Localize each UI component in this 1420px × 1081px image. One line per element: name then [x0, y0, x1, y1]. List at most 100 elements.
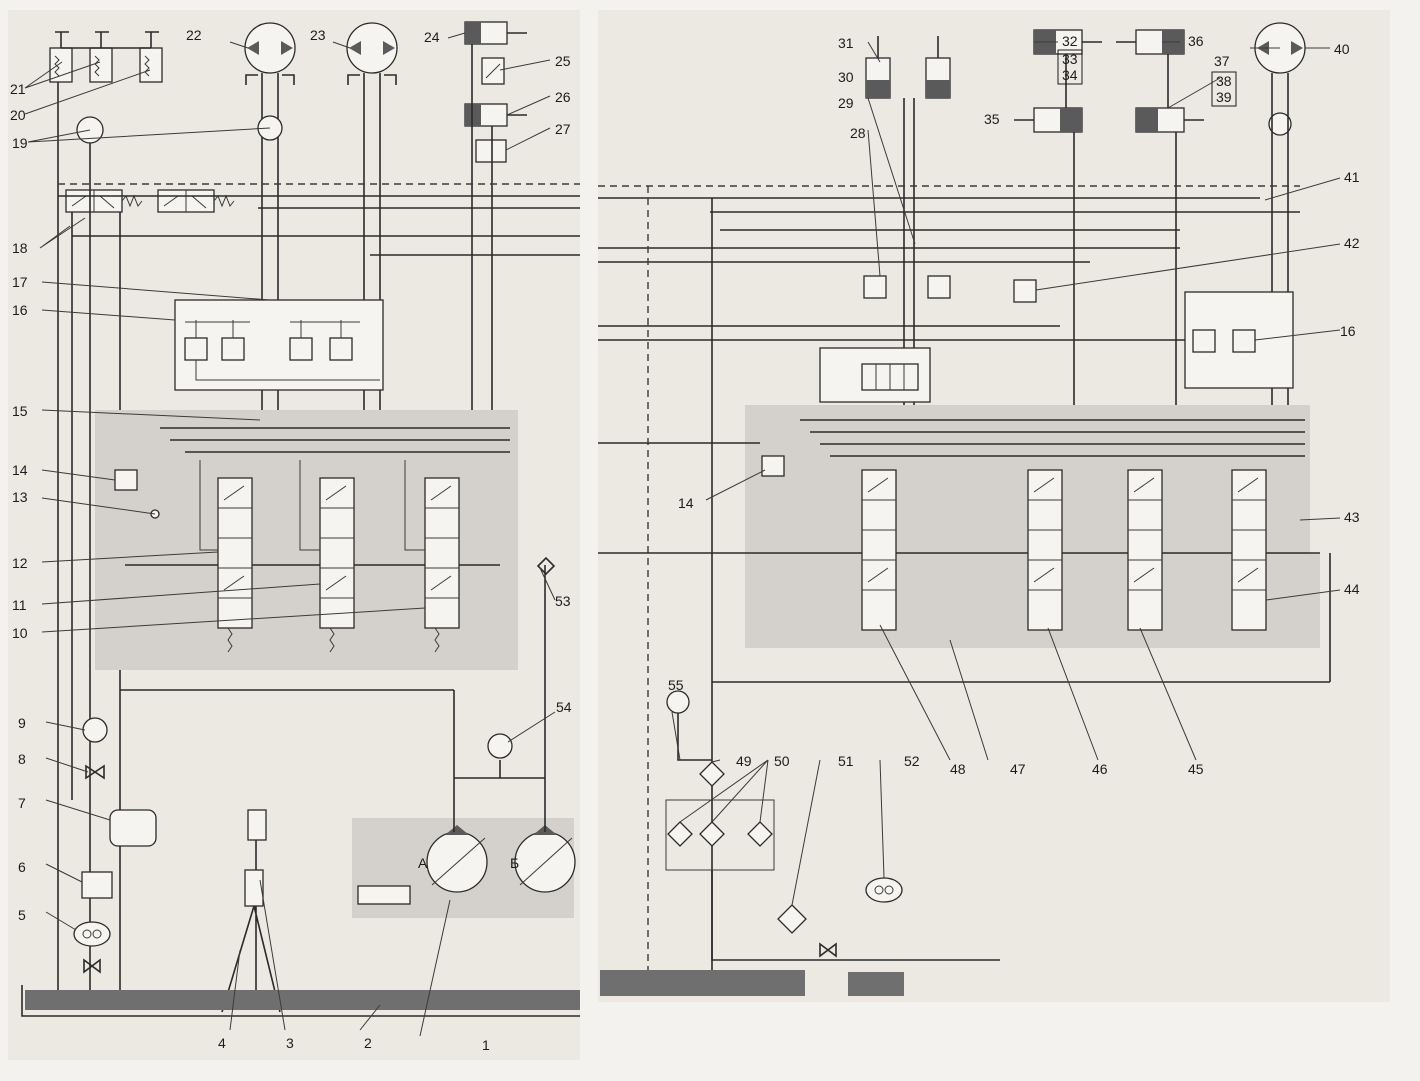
pressure-gauge-54	[487, 733, 513, 759]
label-box-38-39	[1211, 71, 1237, 107]
regulator-block-16b	[1184, 291, 1294, 389]
gauge-line-55	[677, 713, 712, 761]
distributor-block-43	[598, 405, 1320, 648]
right-header-lines	[598, 197, 1300, 341]
label-16b: 16	[1340, 323, 1356, 339]
label-26: 26	[555, 89, 571, 105]
label-5: 5	[18, 907, 26, 923]
label-pump-b: Б	[510, 855, 519, 871]
label-39: 39	[1216, 89, 1232, 105]
cylinder-37	[1135, 107, 1204, 133]
lock-27	[471, 44, 507, 420]
label-43: 43	[1344, 509, 1360, 525]
pump-5	[73, 921, 111, 947]
label-1: 1	[482, 1037, 490, 1053]
shutoff-valve-5b	[83, 958, 101, 974]
pump-lines	[120, 565, 546, 691]
label-54: 54	[556, 699, 572, 715]
hydraulic-motor-23	[346, 22, 398, 420]
label-7: 7	[18, 795, 26, 811]
pressure-gauge-9	[82, 717, 108, 743]
label-51: 51	[838, 753, 854, 769]
pressure-gauge-55	[666, 690, 690, 714]
label-19: 19	[12, 135, 28, 151]
label-12: 12	[12, 555, 28, 571]
label-33: 33	[1062, 51, 1078, 67]
label-53: 53	[555, 593, 571, 609]
label-box-33-34	[1057, 49, 1083, 85]
label-45: 45	[1188, 761, 1204, 777]
tank-right-2	[848, 972, 904, 996]
actuator-group-21	[49, 31, 163, 83]
cylinder-lines	[1065, 54, 1177, 420]
regulator-block-16	[174, 299, 384, 391]
pump-block-1	[352, 690, 576, 918]
hydraulic-motor-22	[244, 22, 296, 420]
label-42: 42	[1344, 235, 1360, 251]
shutoff-valve-8	[85, 764, 105, 780]
tank-right-1	[600, 970, 805, 996]
hydraulic-motor-40	[1254, 22, 1306, 420]
leader-lines	[24, 32, 1341, 1037]
label-34: 34	[1062, 67, 1078, 83]
label-44: 44	[1344, 581, 1360, 597]
label-28: 28	[850, 125, 866, 141]
label-32: 32	[1062, 33, 1078, 49]
filter-51	[777, 904, 807, 934]
left-supply-lines	[57, 82, 121, 1000]
label-9: 9	[18, 715, 26, 731]
cylinder-35	[1014, 107, 1083, 133]
label-15: 15	[12, 403, 28, 419]
label-22: 22	[186, 27, 202, 43]
cylinder-24	[464, 21, 527, 45]
return-line-right	[712, 553, 1331, 683]
label-35: 35	[984, 111, 1000, 127]
drain-line	[711, 870, 1000, 961]
label-14b: 14	[678, 495, 694, 511]
relief-valve-6	[81, 871, 113, 899]
accumulator-7	[109, 809, 157, 847]
relief-valve-14a	[114, 469, 138, 491]
label-52: 52	[904, 753, 920, 769]
tank-edge	[21, 985, 580, 1017]
label-47: 47	[1010, 761, 1026, 777]
label-23: 23	[310, 27, 326, 43]
label-6: 6	[18, 859, 26, 875]
label-41: 41	[1344, 169, 1360, 185]
callout-labels: 1 2 3 4 5 6 7 8 9 10 11 12 13 14 15 16 1…	[10, 27, 1360, 1053]
cylinder-26	[464, 103, 527, 127]
label-2: 2	[364, 1035, 372, 1051]
relief-valve-42	[1013, 279, 1037, 303]
label-48: 48	[950, 761, 966, 777]
label-40: 40	[1334, 41, 1350, 57]
label-17: 17	[12, 274, 28, 290]
label-14a: 14	[12, 462, 28, 478]
label-38: 38	[1216, 73, 1232, 89]
label-11: 11	[12, 597, 27, 613]
relief-valve-28	[863, 275, 887, 299]
check-valve-53	[536, 556, 556, 576]
label-24: 24	[424, 29, 440, 45]
relief-valve-14b	[761, 455, 785, 477]
label-46: 46	[1092, 761, 1108, 777]
label-55: 55	[668, 677, 684, 693]
tank-2	[25, 990, 580, 1010]
control-lever-3-4	[221, 809, 281, 1013]
relief-valve-29	[927, 275, 951, 299]
distributor-block-15	[95, 410, 518, 670]
label-50: 50	[774, 753, 790, 769]
label-25: 25	[555, 53, 571, 69]
cylinder-31	[865, 36, 951, 420]
label-16a: 16	[12, 302, 28, 318]
valve-25	[481, 57, 505, 85]
label-49: 49	[736, 753, 752, 769]
label-8: 8	[18, 751, 26, 767]
label-30: 30	[838, 69, 854, 85]
pump-52	[865, 877, 903, 903]
label-18: 18	[12, 240, 28, 256]
label-21: 21	[10, 81, 26, 97]
label-27: 27	[555, 121, 571, 137]
label-36: 36	[1188, 33, 1204, 49]
selector-valve-block	[819, 347, 931, 403]
